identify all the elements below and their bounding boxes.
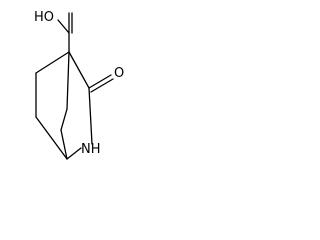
bond-bridgehead-back: [66, 51, 70, 110]
bond-lactam-co-a: [88, 74, 112, 89]
carbonyl-oxygen-label: O: [114, 66, 124, 81]
bond-lactam-co-b: [90, 78, 114, 93]
bond-back-bridge-lower: [60, 129, 68, 160]
bond-bridgehead-right: [68, 51, 90, 89]
bond-bridgehead-nitrogen: [66, 147, 82, 160]
bond-left-bridge-lower: [35, 116, 68, 160]
amide-nitrogen-label: NH: [81, 142, 101, 157]
bond-acid-c-oh: [57, 19, 70, 34]
structure-diagram: HO O NH: [34, 10, 124, 160]
bond-back-bridge-upper: [60, 108, 68, 131]
bond-carbonyl-nitrogen: [88, 87, 93, 145]
bond-bridgehead-left: [35, 51, 70, 74]
hydroxyl-label: HO: [34, 10, 54, 25]
